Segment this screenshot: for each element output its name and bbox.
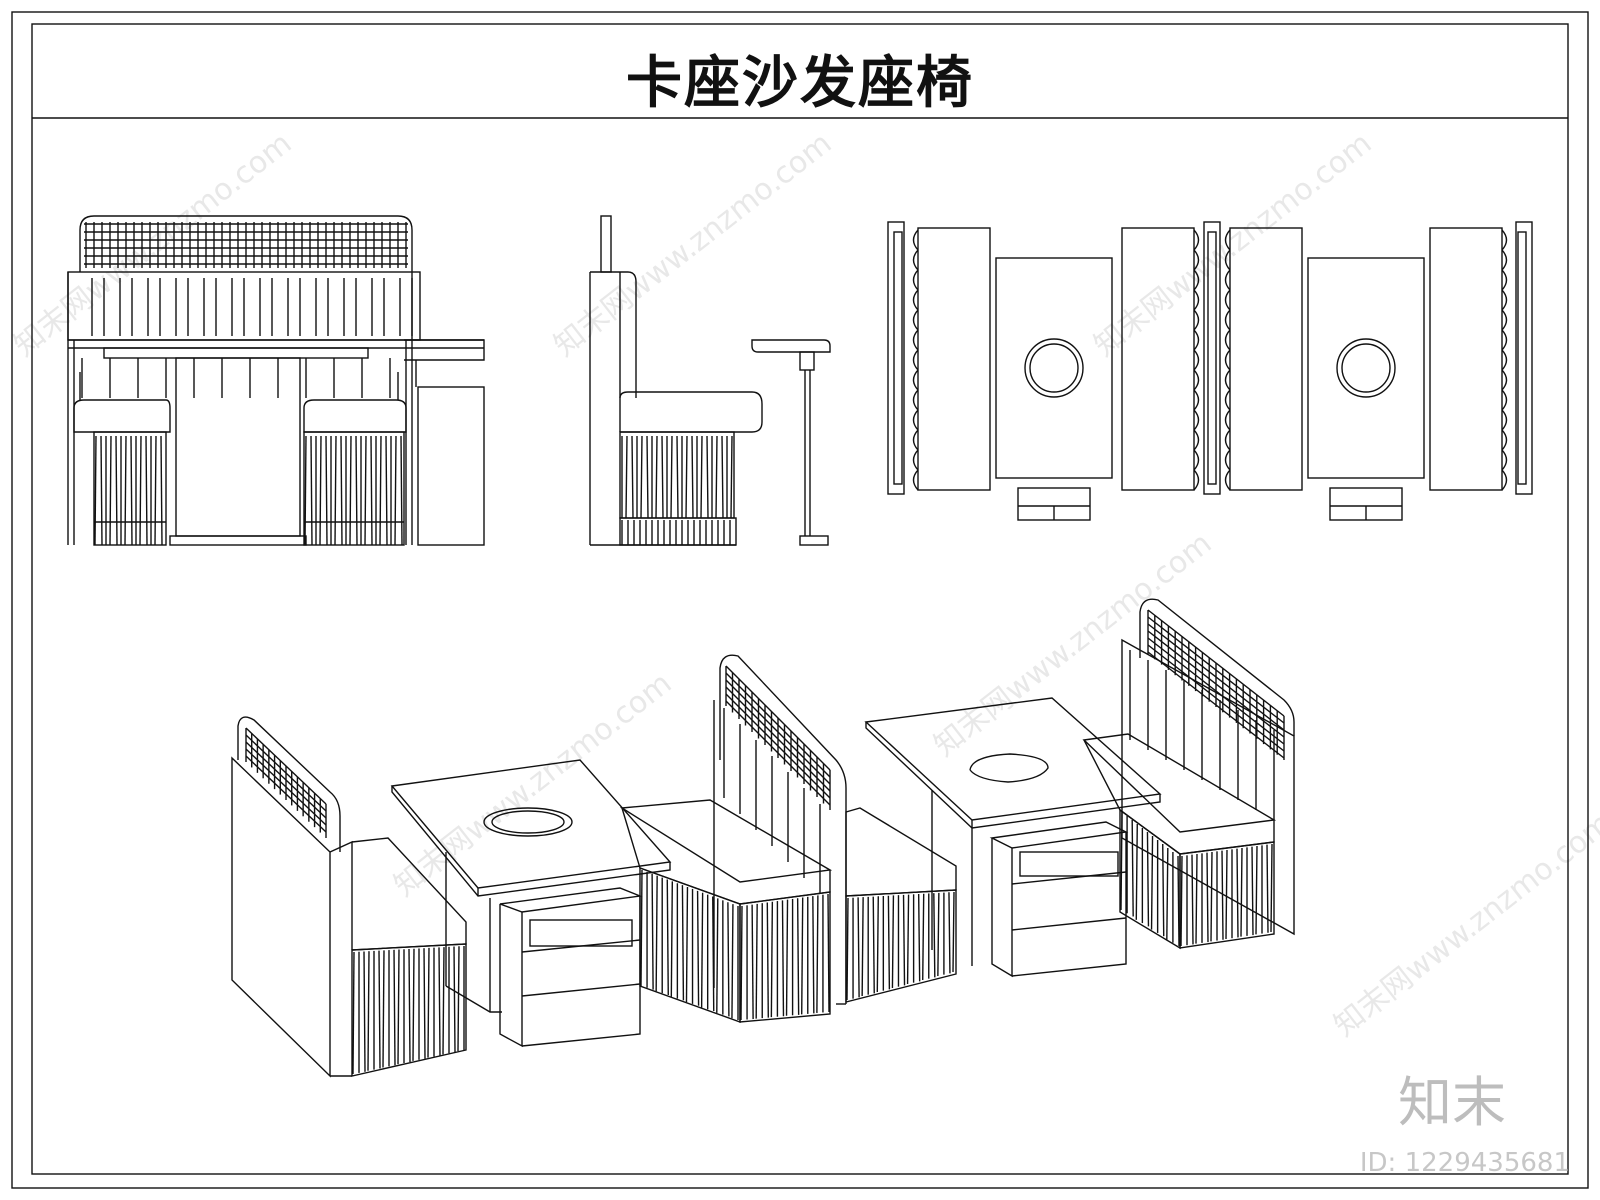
isometric-view xyxy=(231,598,1295,1078)
inner-border xyxy=(31,23,1569,1175)
watermark-id: ID: 1229435681 xyxy=(1359,1148,1570,1178)
front-elevation xyxy=(67,215,485,546)
outer-border xyxy=(11,11,1589,1189)
side-elevation xyxy=(589,215,831,546)
watermark-logo: 知末 xyxy=(1398,1071,1506,1134)
page-title: 卡座沙发座椅 xyxy=(626,51,974,116)
plan-view xyxy=(887,221,1533,521)
